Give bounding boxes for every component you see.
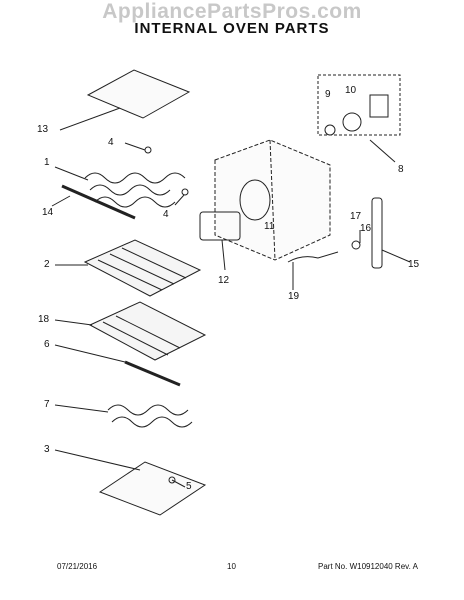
callout-12: 12 [218,275,230,286]
element-shield-part [61,184,136,220]
callout-11: 11 [264,221,275,232]
footer-page-number: 10 [227,562,236,571]
bake-element-part [107,404,193,428]
temperature-sensor-part [287,251,339,263]
callout-13: 13 [37,124,49,135]
broil-element-part [84,172,186,208]
callout-7: 7 [44,399,50,410]
callout-3: 3 [44,444,50,455]
fan-nut-part [324,124,336,136]
callout-5: 5 [186,481,192,492]
callout-2: 2 [44,259,50,270]
fan-blade-part [342,112,362,132]
callout-16: 16 [360,223,372,234]
top-panel-part [86,69,191,119]
watermark: AppliancePartsPros.com [102,0,362,23]
bake-shield-part [124,360,181,387]
footer-part-number: Part No. W10912040 Rev. A [318,562,418,571]
callout-18: 18 [38,314,50,325]
callout-14: 14 [42,207,54,218]
callout-1: 1 [44,157,50,168]
fan-motor-part [369,94,389,118]
roller-rack-part [88,301,207,361]
callout-4-bottom: 4 [163,209,169,220]
door-latch-part [371,197,383,269]
callout-15: 15 [408,259,420,270]
callout-10: 10 [345,85,357,96]
footer-date: 07/21/2016 [57,562,98,571]
callout-4-top: 4 [108,137,114,148]
fan-cover-part [199,211,241,241]
callout-17: 17 [350,211,362,222]
callout-6: 6 [44,339,50,350]
bottom-panel-part [98,461,207,516]
page-title: INTERNAL OVEN PARTS [134,20,330,37]
oven-rack-part [83,239,202,297]
callout-8: 8 [398,164,404,175]
callout-9: 9 [325,89,331,100]
callout-19: 19 [288,291,300,302]
